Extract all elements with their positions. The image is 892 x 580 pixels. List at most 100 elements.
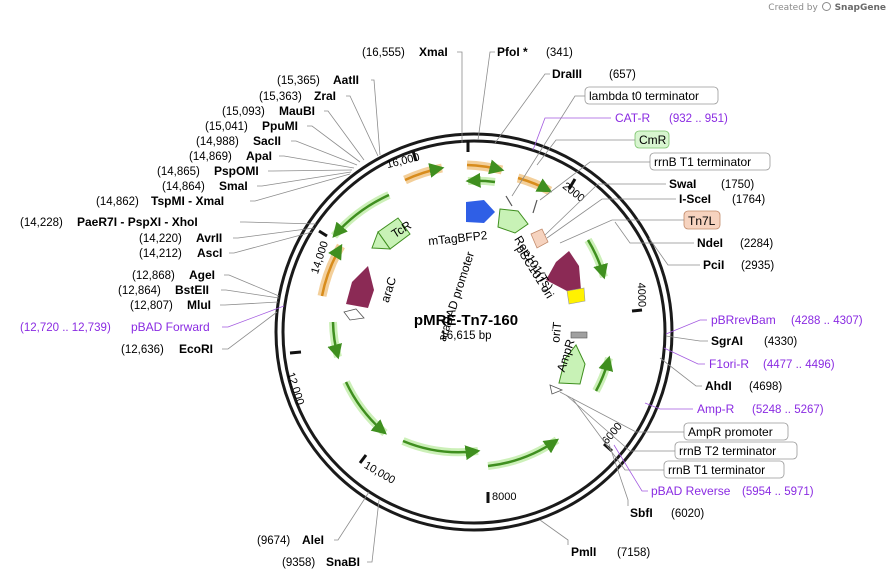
- enzyme-pos-bsteii: (12,864): [118, 285, 161, 297]
- orf-small-top: [465, 172, 496, 188]
- leader-apai: [279, 155, 355, 169]
- enzyme-mlui[interactable]: MluI: [187, 298, 211, 312]
- enzyme-pos-ahdi: (4698): [749, 381, 782, 393]
- leader-snabi: [367, 499, 380, 563]
- primer-pos-pbad-forward: (12,720 .. 12,739): [20, 322, 111, 334]
- enzyme-pos-draiii: (657): [609, 69, 636, 81]
- enzyme-swai[interactable]: SwaI: [669, 177, 696, 191]
- rrnb-t2-box: [674, 441, 798, 460]
- enzyme-zrai[interactable]: ZraI: [314, 89, 336, 103]
- cmr-label[interactable]: CmR: [639, 133, 667, 147]
- orit-block: [570, 331, 588, 339]
- primer-amp-r[interactable]: Amp-R: [697, 402, 735, 416]
- enzyme-sgrai[interactable]: SgrAI: [711, 334, 743, 348]
- leader-sacii: [291, 140, 358, 166]
- enzyme-pos-mlui: (12,807): [130, 300, 173, 312]
- leader-maubi: [324, 110, 365, 161]
- leader-asci: [229, 231, 313, 254]
- tick-label-2000: 2000: [560, 180, 587, 205]
- tick-label-10000: 10,000: [362, 459, 397, 486]
- enzyme-ndei[interactable]: NdeI: [697, 236, 723, 250]
- enzyme-snabi[interactable]: SnaBI: [326, 555, 360, 569]
- primer-pos-pbrrevbam: (4288 .. 4307): [791, 315, 863, 327]
- leader-ppumi: [307, 125, 361, 163]
- plasmid-size: 16,615 bp: [440, 330, 491, 342]
- primer-pbad-reverse[interactable]: pBAD Reverse: [651, 484, 731, 498]
- plasmid-name: pMRE-Tn7-160: [414, 312, 518, 329]
- enzyme-paer7i-pspxi-xhoi[interactable]: PaeR7I - PspXI - XhoI: [77, 215, 198, 229]
- enzyme-pos-ppumi: (15,041): [205, 121, 248, 133]
- leader-agei: [224, 274, 280, 297]
- leader-amp-r: [644, 402, 693, 410]
- enzyme-avrii[interactable]: AvrII: [196, 231, 222, 245]
- enzyme-maubi[interactable]: MauBI: [279, 104, 315, 118]
- rrnb-t1-top-label[interactable]: rrnB T1 terminator: [654, 155, 751, 169]
- tick-12000: [289, 350, 302, 355]
- tcr-arc: [332, 193, 390, 238]
- leader-paer7i: [240, 221, 317, 225]
- enzyme-agei[interactable]: AgeI: [189, 268, 215, 282]
- enzyme-pos-pmli: (7158): [617, 547, 650, 559]
- rrnb-t1-bottom-label[interactable]: rrnB T1 terminator: [668, 463, 765, 477]
- orf-lower-left-halo: [342, 380, 388, 437]
- enzyme-ppumi[interactable]: PpuMI: [262, 119, 298, 133]
- primer-f1ori-r[interactable]: F1ori-R: [709, 357, 749, 371]
- psc101-ori-block: [546, 251, 581, 291]
- leader-ecori: [222, 311, 278, 350]
- leader-avrii: [233, 227, 315, 239]
- leader-rrnb-t2: [565, 394, 675, 452]
- enzyme-i-scei[interactable]: I-SceI: [679, 192, 711, 206]
- tn7l-label[interactable]: Tn7L: [688, 214, 716, 228]
- enzyme-pfoi[interactable]: PfoI *: [497, 45, 528, 59]
- orf-left-small: [327, 321, 342, 360]
- enzyme-pcii[interactable]: PciI: [703, 258, 724, 272]
- orf-bottom: [402, 439, 481, 461]
- enzyme-draiii[interactable]: DraIII: [552, 67, 582, 81]
- enzyme-pos-pspomi: (14,865): [157, 166, 200, 178]
- enzyme-bsteii[interactable]: BstEII: [175, 283, 209, 297]
- primer-pbrrevbam[interactable]: pBRrevBam: [711, 313, 776, 327]
- enzyme-aatii[interactable]: AatII: [333, 73, 359, 87]
- enzyme-ecori[interactable]: EcoRI: [179, 342, 213, 356]
- enzyme-pos-ecori: (12,636): [121, 344, 164, 356]
- rrnb-t1-bottom-box: [663, 460, 785, 479]
- enzyme-pos-asci: (14,212): [139, 248, 182, 260]
- lambda-t0-label[interactable]: lambda t0 terminator: [589, 89, 699, 103]
- enzyme-alei[interactable]: AleI: [302, 533, 324, 547]
- tick-label-16000: 16,000: [385, 151, 421, 171]
- enzyme-smai[interactable]: SmaI: [219, 179, 248, 193]
- enzyme-pos-xmai-16555: (16,555): [362, 47, 405, 59]
- credit-brand: SnapGene: [834, 3, 886, 13]
- tick-label-8000: 8000: [492, 491, 516, 503]
- orf-top: [466, 159, 505, 175]
- orf-bottom-right: [487, 438, 560, 468]
- enzyme-asci[interactable]: AscI: [197, 246, 222, 260]
- enzyme-pos-maubi: (15,093): [222, 106, 265, 118]
- mtagbfp2-block: [466, 200, 495, 223]
- enzyme-pos-pfoi: (341): [546, 47, 573, 59]
- enzyme-sacii[interactable]: SacII: [253, 134, 281, 148]
- leader-sgrai: [665, 335, 708, 342]
- enzyme-pos-paer7i: (14,228): [20, 217, 63, 229]
- rrnb-t2-label[interactable]: rrnB T2 terminator: [679, 444, 776, 458]
- primer-pbad-forward[interactable]: pBAD Forward: [131, 320, 210, 334]
- primer-pos-f1ori-r: (4477 .. 4496): [763, 359, 835, 371]
- ampr-promoter-label[interactable]: AmpR promoter: [688, 425, 773, 439]
- enzyme-tspmi-xmai[interactable]: TspMI - XmaI: [151, 194, 224, 208]
- arac-label: araC: [378, 275, 399, 304]
- rrnb-marker: [532, 199, 538, 214]
- arabad-promoter-block: [343, 308, 365, 321]
- enzyme-pspomi[interactable]: PspOMI: [214, 164, 259, 178]
- leader-draiii: [494, 73, 550, 144]
- enzyme-apai[interactable]: ApaI: [246, 149, 272, 163]
- orf-right-small: [594, 355, 614, 392]
- leader-zrai: [346, 95, 379, 157]
- primer-cat-r[interactable]: CAT-R: [615, 111, 650, 125]
- enzyme-xmai-16555[interactable]: XmaI: [419, 45, 448, 59]
- enzyme-sbfi[interactable]: SbfI: [630, 506, 653, 520]
- leader-rrnb-t1-top: [539, 161, 650, 201]
- enzyme-ahdi[interactable]: AhdI: [705, 379, 732, 393]
- enzyme-pmli[interactable]: PmlI: [571, 545, 596, 559]
- orf-right: [586, 239, 608, 280]
